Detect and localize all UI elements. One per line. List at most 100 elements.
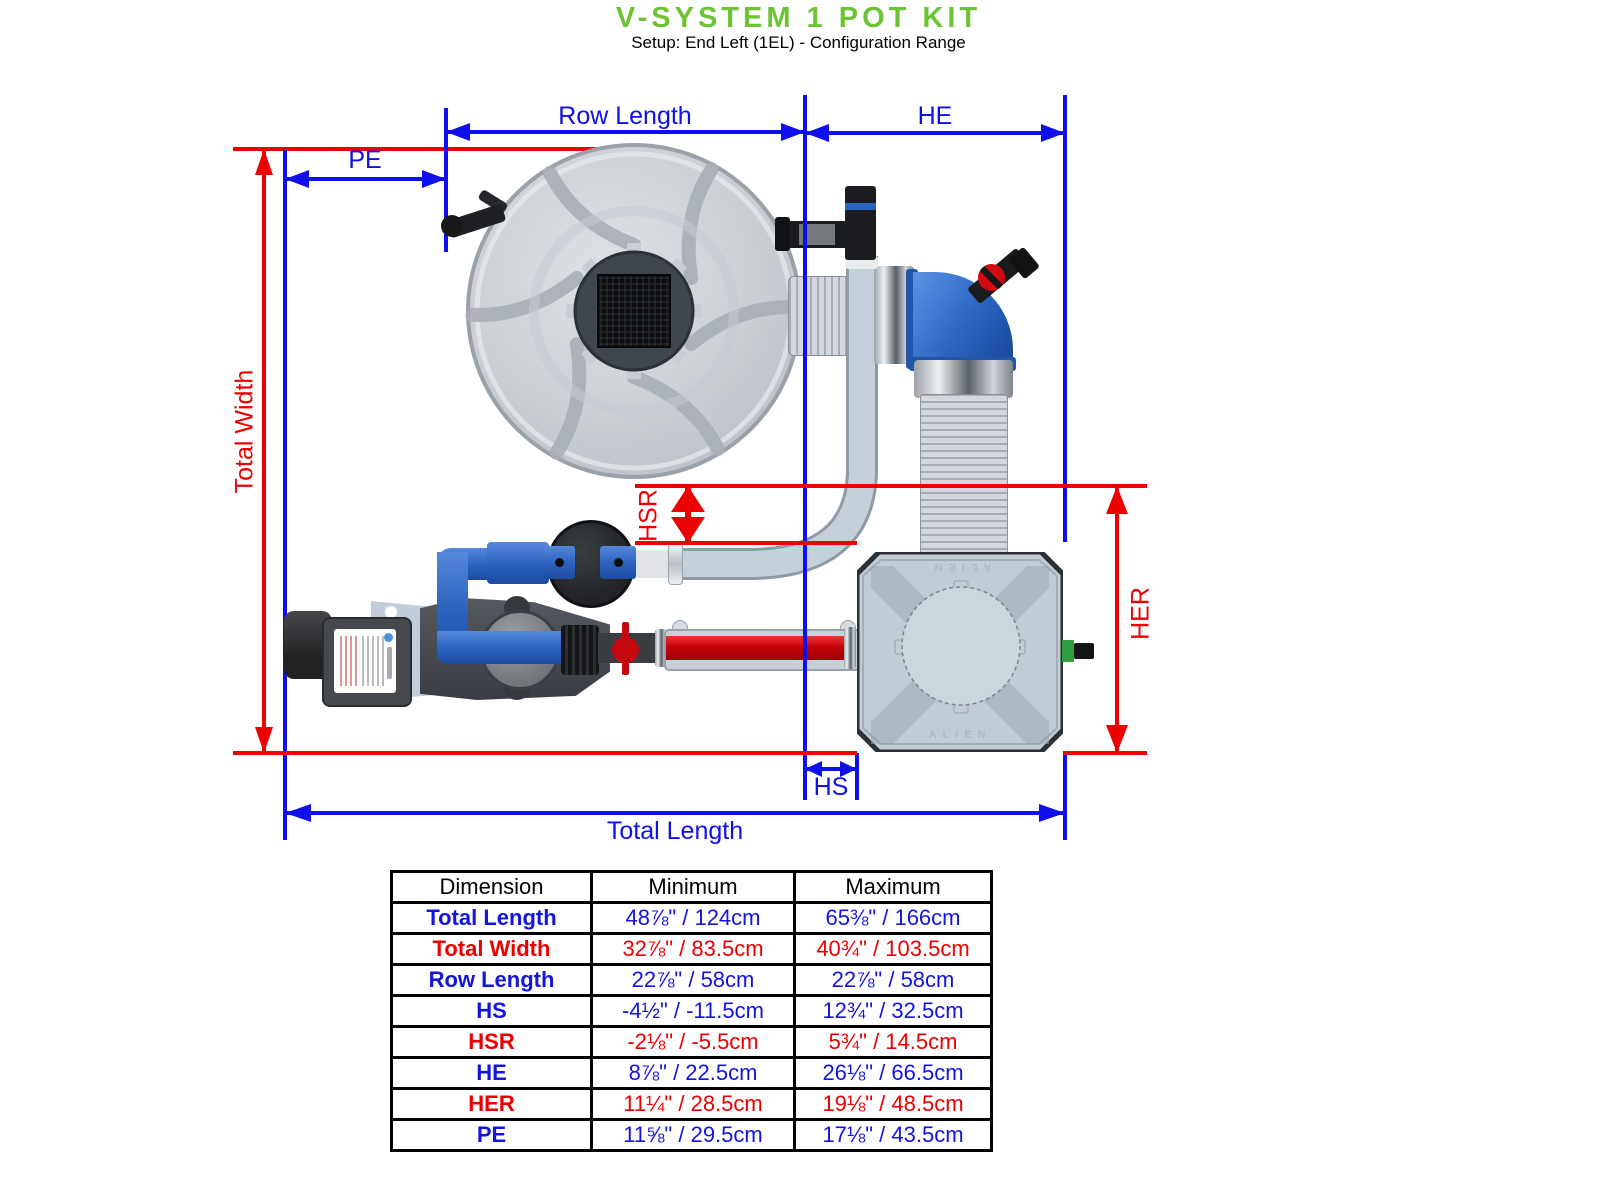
disc-inner-ring xyxy=(529,206,739,416)
bracket-hole-top xyxy=(385,606,397,618)
pot-brand-bottom: ALIEN xyxy=(929,729,992,741)
total-width-arrow-up xyxy=(255,149,273,175)
pot-green-fitting xyxy=(1062,640,1074,662)
blue-union-fitting xyxy=(487,542,549,584)
hsr-arrow-up xyxy=(671,486,705,512)
table-header-cell: Minimum xyxy=(590,870,796,904)
top-tee-cap xyxy=(775,217,790,251)
her-label: HER xyxy=(1126,587,1155,640)
row-length-arrow-left xyxy=(446,123,470,141)
bottom-reference-line-left xyxy=(233,751,857,755)
hub-mesh-grille xyxy=(597,274,671,348)
table-cell: HS xyxy=(390,994,593,1028)
table-cell: Total Width xyxy=(390,932,593,966)
pipe-ring-right xyxy=(844,627,856,669)
vertical-corrugated-hose xyxy=(920,394,1008,558)
pot-outlet-barb xyxy=(1074,643,1094,659)
pump-label-blue-dot xyxy=(384,633,393,642)
hs-label: HS xyxy=(813,773,849,801)
bottom-reference-line-right xyxy=(1063,751,1147,755)
black-coupler xyxy=(561,625,599,675)
her-arrow-up xyxy=(1106,486,1128,514)
her-dim-line xyxy=(1115,486,1119,753)
he-label: HE xyxy=(917,102,953,130)
air-valve-red-handle xyxy=(978,264,1005,291)
page-title: V-SYSTEM 1 POT KIT xyxy=(615,2,982,34)
row-length-label: Row Length xyxy=(558,102,692,130)
table-cell: -2⅛" / -5.5cm xyxy=(590,1025,796,1059)
pump-label-bar xyxy=(387,647,392,679)
he-right-extension-line xyxy=(1063,95,1067,542)
page-subtitle: Setup: End Left (1EL) - Configuration Ra… xyxy=(631,33,966,52)
hsr-top-reference-line xyxy=(635,484,1147,488)
table-cell: PE xyxy=(390,1118,593,1152)
her-arrow-down xyxy=(1106,725,1128,753)
hsr-dim-line xyxy=(685,486,691,543)
hs-right-extension-line xyxy=(855,753,859,800)
red-supply-pipe xyxy=(666,636,848,660)
table-cell: 40¾" / 103.5cm xyxy=(793,932,993,966)
stub-silver-ring xyxy=(668,543,683,585)
total-length-arrow-left xyxy=(285,804,311,822)
total-width-dim-line xyxy=(262,149,266,753)
table-cell: 22⅞" / 58cm xyxy=(590,963,796,997)
table-cell: 26⅛" / 66.5cm xyxy=(793,1056,993,1090)
table-cell: 17⅛" / 43.5cm xyxy=(793,1118,993,1152)
alien-pot: ALIEN ALIEN xyxy=(857,552,1063,752)
table-cell: 12¾" / 32.5cm xyxy=(793,994,993,1028)
left-extension-line xyxy=(283,150,287,840)
reel-inlet-knob xyxy=(441,215,463,237)
hs-arrow-right xyxy=(840,761,857,777)
table-cell: 32⅞" / 83.5cm xyxy=(590,932,796,966)
pe-dim-line xyxy=(285,177,446,181)
total-width-label: Total Width xyxy=(230,369,259,494)
table-cell: HE xyxy=(390,1056,593,1090)
table-cell: -4½" / -11.5cm xyxy=(590,994,796,1028)
top-tee-arm-sleeve xyxy=(799,224,835,245)
table-cell: 22⅞" / 58cm xyxy=(793,963,993,997)
total-length-right-extension-line xyxy=(1063,752,1067,840)
hsr-bottom-reference-line xyxy=(635,541,857,545)
table-cell: HER xyxy=(390,1087,593,1121)
pot-brand-top: ALIEN xyxy=(929,561,992,573)
hsr-label: HSR xyxy=(634,489,663,542)
table-cell: HSR xyxy=(390,1025,593,1059)
hose-reel-disc xyxy=(465,143,803,479)
row-length-arrow-right xyxy=(781,123,805,141)
tee-port-left-dot xyxy=(555,558,564,567)
table-cell: 5¾" / 14.5cm xyxy=(793,1025,993,1059)
he-dim-line xyxy=(805,131,1065,135)
tee-port-right-dot xyxy=(614,558,623,567)
total-length-label: Total Length xyxy=(606,817,744,845)
pe-label: PE xyxy=(348,146,382,174)
spiral-vanes xyxy=(465,162,803,460)
total-length-dim-line xyxy=(285,811,1065,815)
top-tee-body xyxy=(845,186,876,260)
row-length-right-extension-line xyxy=(803,95,807,800)
table-cell: 8⅞" / 22.5cm xyxy=(590,1056,796,1090)
top-tee-blue-band xyxy=(845,203,876,210)
pe-arrow-right xyxy=(422,170,446,188)
pot-inner-line xyxy=(862,559,1058,745)
table-cell: 65⅜" / 166cm xyxy=(793,901,993,935)
total-length-arrow-right xyxy=(1039,804,1065,822)
total-width-arrow-down xyxy=(255,727,273,753)
table-cell: 19⅛" / 48.5cm xyxy=(793,1087,993,1121)
hose-clamp-bottom xyxy=(914,360,1013,398)
tee-outlet-stub xyxy=(636,550,670,578)
table-header-cell: Maximum xyxy=(793,870,993,904)
he-arrow-right xyxy=(1041,124,1065,142)
hs-dim-line xyxy=(805,767,857,771)
pot-lid xyxy=(901,586,1021,706)
